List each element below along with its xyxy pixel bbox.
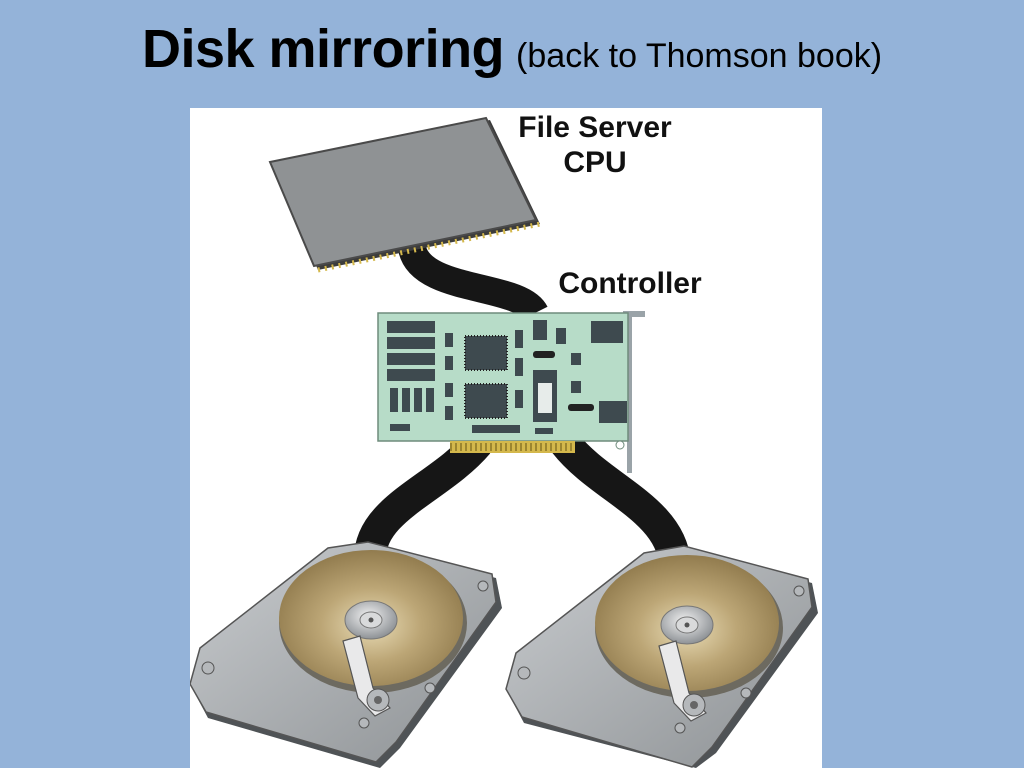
cpu-label: File Server CPU — [495, 110, 695, 180]
controller-chip-1 — [464, 335, 508, 371]
controller-label: Controller — [558, 267, 702, 300]
controller-chip-2 — [464, 383, 508, 419]
controller-bracket — [627, 311, 632, 473]
hard-disk-left — [190, 541, 502, 768]
cpu-chip — [268, 116, 541, 273]
cable-controller-to-left-disk — [354, 432, 491, 560]
title-main: Disk mirroring — [141, 19, 505, 79]
cable-cpu-to-controller — [398, 243, 548, 322]
hard-disk-right — [505, 545, 818, 768]
diagram-panel: File Server CPU Controller — [190, 108, 822, 768]
slide-title: Disk mirroring (back to Thomson book) — [0, 18, 1024, 80]
controller-card — [377, 311, 645, 473]
title-subtitle: (back to Thomson book) — [516, 37, 883, 75]
cpu-label-line1: File Server — [518, 111, 672, 144]
cable-controller-to-right-disk — [552, 432, 691, 566]
cpu-label-line2: CPU — [563, 146, 627, 179]
diagram-illustration — [190, 116, 818, 768]
